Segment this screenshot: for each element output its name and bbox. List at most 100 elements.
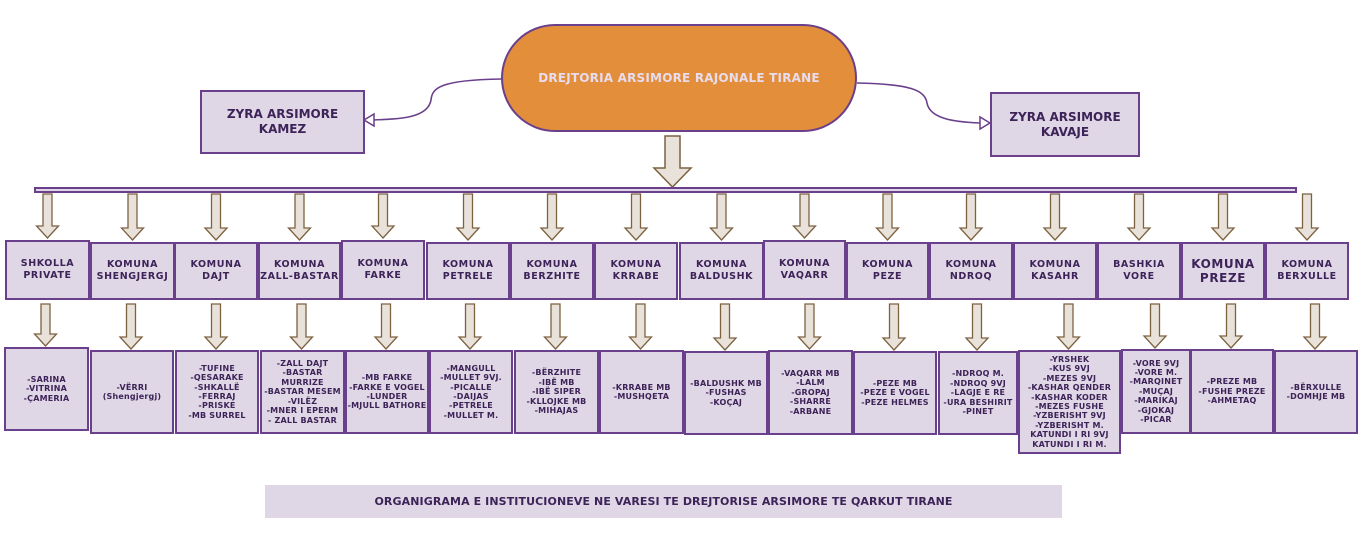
school-item: -IBË SIPER (532, 387, 581, 397)
unit-header: KOMUNA KASAHR (1013, 242, 1097, 300)
school-item: - ZALL BASTAR (268, 415, 337, 425)
office-kamez-label: ZYRA ARSIMORE KAMEZ (226, 107, 339, 136)
unit-title: KOMUNA KRRABE (610, 259, 662, 282)
school-list: -VAQARR MB-LALM-GROPAJ-SHARRE-ARBANE (768, 350, 853, 435)
school-item: MURRIZE (281, 377, 324, 387)
school-item: -KASHAR QENDER (1027, 383, 1112, 393)
school-item: -PETRELE (449, 401, 493, 411)
school-item: -BËRZHITE (531, 368, 582, 378)
unit-title: KOMUNA KASAHR (1029, 259, 1081, 282)
school-item: -PREZE MB (1206, 377, 1258, 387)
school-item: KATUNDI I RI M. (1032, 439, 1107, 449)
down-arrow-to-unit (370, 193, 396, 239)
school-list: -VËRRI(Shengjergj) (90, 350, 174, 434)
school-item: -URA BESHIRIT (943, 397, 1013, 407)
unit-header: KOMUNA SHENGJERGJ (90, 242, 175, 300)
down-arrow-to-unit (958, 193, 984, 241)
school-list: -VORE 9VJ-VORE M.-MARQINET-MUÇAJ-MARIKAJ… (1121, 349, 1191, 434)
school-item: -SARINA (27, 374, 66, 384)
school-item: -ÇAMERIA (23, 393, 70, 403)
office-kavaje-label: ZYRA ARSIMORE KAVAJE (1009, 109, 1121, 139)
unit-header: KOMUNA DAJT (174, 242, 258, 300)
down-arrow-to-schools (964, 303, 990, 351)
down-arrow-to-unit (35, 193, 60, 239)
school-list: -PEZE MB-PEZE E VOGEL-PEZE HELMES (853, 351, 937, 435)
chart-caption: ORGANIGRAMA E INSTITUCIONEVE NE VARESI T… (265, 485, 1062, 518)
unit-title: KOMUNA BERZHITE (523, 259, 581, 282)
school-item: -PEZE MB (872, 378, 918, 388)
school-item: -MULLET 9VJ. (440, 373, 502, 383)
school-item: -MEZES 9VJ (1042, 373, 1097, 383)
school-item: -MJULL BATHORE (347, 401, 427, 411)
down-arrow-to-schools (289, 303, 314, 350)
down-arrow-to-schools (1302, 303, 1328, 350)
school-item: -AHMETAQ (1207, 396, 1257, 406)
school-item: -KOÇAJ (709, 397, 743, 407)
unit-header: KOMUNA BALDUSHK (679, 242, 764, 300)
school-item: -PINET (962, 407, 994, 417)
school-item: -MARIKAJ (1134, 396, 1178, 406)
unit-header: KOMUNA ZALL-BASTAR (258, 242, 341, 300)
school-item: -ZALL DAJT (276, 359, 329, 369)
down-arrow-to-unit (1042, 193, 1068, 241)
unit-header: KOMUNA BERZHITE (510, 242, 594, 300)
down-arrow-to-schools (1056, 303, 1081, 350)
school-item: -VORE M. (1134, 367, 1178, 377)
unit-title: KOMUNA BERXULLE (1277, 259, 1337, 282)
school-item: -IBË MB (538, 377, 575, 387)
unit-title: KOMUNA ZALL-BASTAR (260, 259, 339, 282)
school-item: -VAQARR MB (781, 368, 840, 378)
unit-header: KOMUNA VAQARR (763, 240, 846, 300)
root-label: DREJTORIA ARSIMORE RAJONALE TIRANE (538, 71, 820, 85)
unit-title: KOMUNA SHENGJERGJ (96, 259, 169, 282)
down-arrow-to-schools (373, 303, 399, 350)
unit-title: SHKOLLA PRIVATE (20, 258, 75, 281)
school-item: -QESARAKE (190, 373, 244, 383)
down-arrow-to-schools (712, 303, 738, 351)
down-arrow-to-schools (797, 303, 822, 350)
school-item: -MB FARKE (361, 373, 413, 383)
school-list: -PREZE MB-FUSHE PREZE-AHMETAQ (1190, 349, 1274, 434)
down-arrow-to-schools (628, 303, 653, 350)
school-item: -ARBANE (789, 406, 832, 416)
school-item: -MANGULL (446, 363, 496, 373)
school-item: -LALM (796, 378, 825, 388)
school-item: -GJOKAJ (1137, 405, 1175, 415)
school-item: -KRRABE MB (612, 382, 671, 392)
school-list: -MANGULL-MULLET 9VJ.-PICALLE-DAIJAS-PETR… (429, 350, 513, 434)
school-list: -BËRXULLE-DOMHJE MB (1274, 350, 1358, 434)
school-item: -MULLET M. (443, 410, 499, 420)
down-arrow-to-unit (709, 193, 734, 241)
school-item: -YRSHEK (1049, 354, 1090, 364)
school-item: -FUSHAS (705, 388, 747, 398)
connector-kamez (372, 78, 502, 121)
school-item: -NDROQ M. (951, 369, 1004, 379)
school-list: -BALDUSHK MB-FUSHAS-KOÇAJ (684, 351, 768, 435)
school-item: -SHARRE (789, 397, 832, 407)
distribution-bar (34, 187, 1297, 193)
school-item: KATUNDI I RI 9VJ (1030, 430, 1109, 440)
down-arrow-to-unit (875, 193, 900, 241)
unit-header: KOMUNA PREZE (1181, 242, 1265, 300)
school-item: (Shengjergj) (102, 392, 162, 401)
school-list: -YRSHEK-KUS 9VJ-MEZES 9VJ-KASHAR QENDER-… (1018, 350, 1121, 454)
down-arrow-to-schools (33, 303, 58, 347)
school-item: -PEZE E VOGEL (860, 388, 930, 398)
school-list: -TUFINE-QESARAKE-SHKALLË-FERRAJ-PRISKE-M… (175, 350, 259, 434)
unit-title: KOMUNA DAJT (190, 259, 242, 282)
school-item: -MNER I EPERM (266, 406, 339, 416)
down-arrow-to-unit (623, 193, 649, 241)
down-arrow-to-schools (203, 303, 229, 350)
school-item: -BALDUSHK MB (690, 378, 762, 388)
unit-header: KOMUNA PEZE (846, 242, 929, 300)
school-item: -KUS 9VJ (1049, 364, 1090, 374)
unit-title: KOMUNA VAQARR (778, 258, 831, 281)
down-arrow-to-unit (203, 193, 229, 241)
down-arrow-to-schools (881, 303, 907, 351)
school-item: -DOMHJE MB (1286, 392, 1346, 401)
school-list: -KRRABE MB-MUSHQETA (599, 350, 684, 434)
school-list: -MB FARKE-FARKE E VOGEL-LUNDER-MJULL BAT… (345, 350, 429, 434)
school-item: -VORE 9VJ (1132, 358, 1180, 368)
